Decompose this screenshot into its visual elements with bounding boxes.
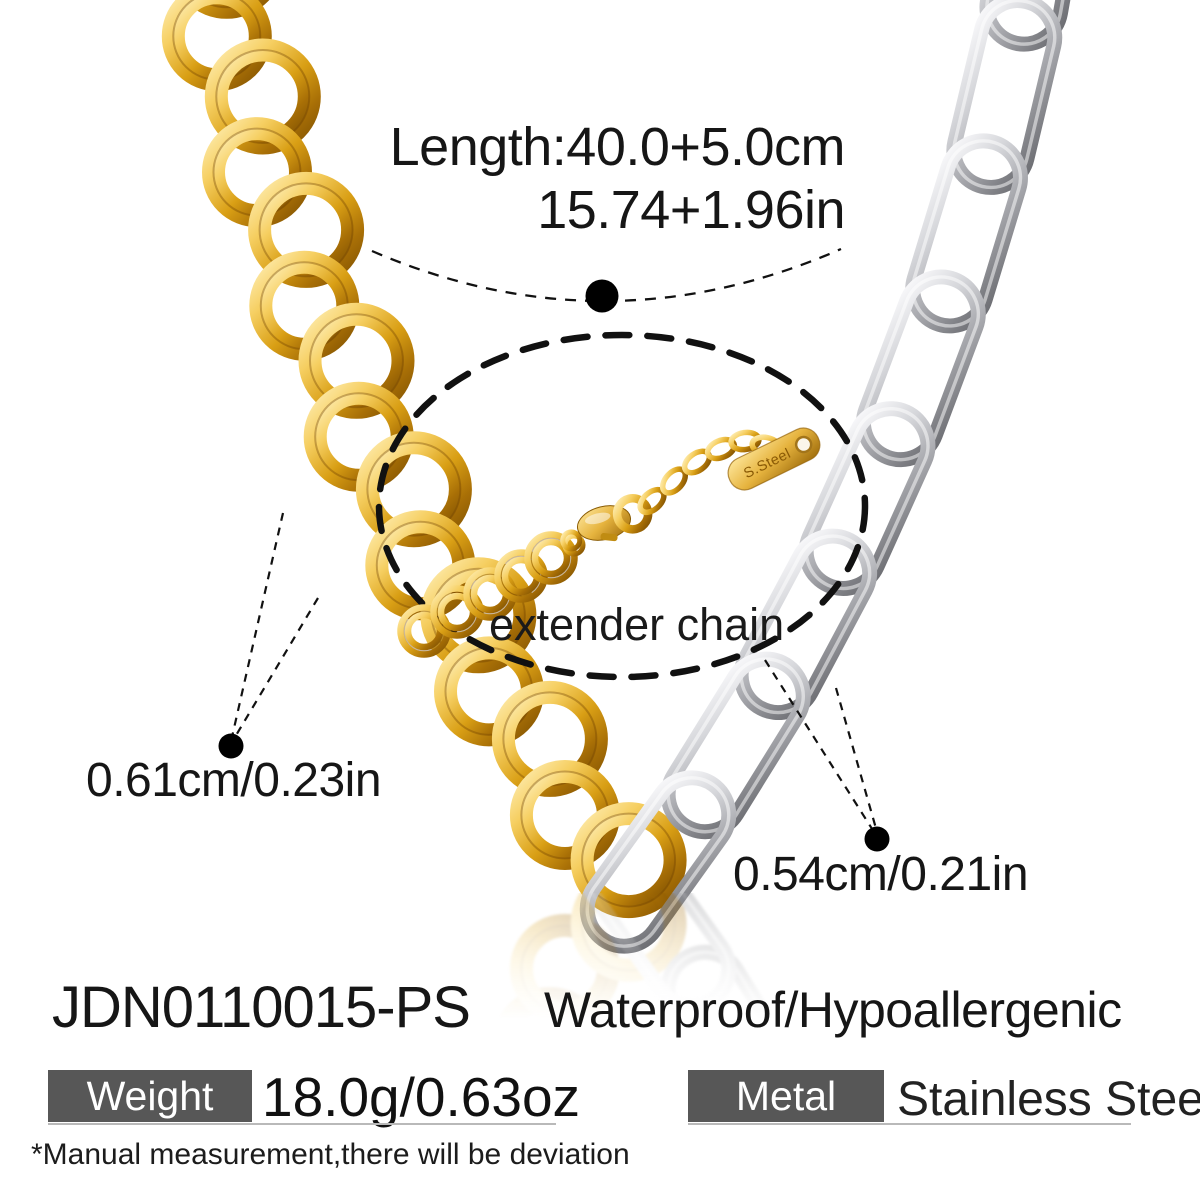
extender-rolo-links	[397, 531, 578, 658]
metal-spec-value: Stainless Steel	[897, 1073, 1200, 1126]
magnifier-dashed-ellipse	[375, 331, 869, 681]
weight-spec-bar: Weight	[48, 1070, 252, 1122]
right-thickness-callout	[764, 659, 879, 833]
metal-spec-bar: Metal	[688, 1070, 884, 1122]
right-thickness-dot	[864, 826, 890, 852]
extender-fine-chain	[637, 429, 783, 516]
gold-rolo-chain	[161, 0, 687, 919]
product-sku: JDN0110015-PS	[52, 975, 471, 1040]
silver-thickness-label: 0.54cm/0.21in	[733, 848, 1029, 901]
lobster-clasp	[560, 494, 653, 552]
weight-spec-label: Weight	[86, 1072, 214, 1119]
extender-chain-label: extender chain	[489, 599, 785, 650]
steel-tag: S.Steel	[727, 427, 821, 491]
length-marker-dot	[585, 279, 619, 313]
length-annotation: Length:40.0+5.0cm 15.74+1.96in	[389, 116, 846, 242]
weight-spec-underline	[48, 1123, 556, 1125]
gold-thickness-label: 0.61cm/0.23in	[86, 754, 382, 807]
silver-paperclip-chain	[579, 0, 1089, 954]
measurement-footnote: *Manual measurement,there will be deviat…	[31, 1138, 630, 1171]
weight-spec-value: 18.0g/0.63oz	[262, 1066, 581, 1128]
metal-spec-label: Metal	[735, 1072, 837, 1119]
necklace-chains	[161, 0, 1089, 954]
left-thickness-dot	[218, 733, 244, 759]
length-cm-text: Length:40.0+5.0cm	[389, 117, 846, 177]
metal-spec-underline	[688, 1123, 1131, 1125]
product-features: Waterproof/Hypoallergenic	[544, 982, 1122, 1038]
extender-chain-detail: S.Steel	[397, 427, 821, 658]
left-thickness-callout	[230, 512, 319, 738]
length-in-text: 15.74+1.96in	[537, 180, 845, 240]
